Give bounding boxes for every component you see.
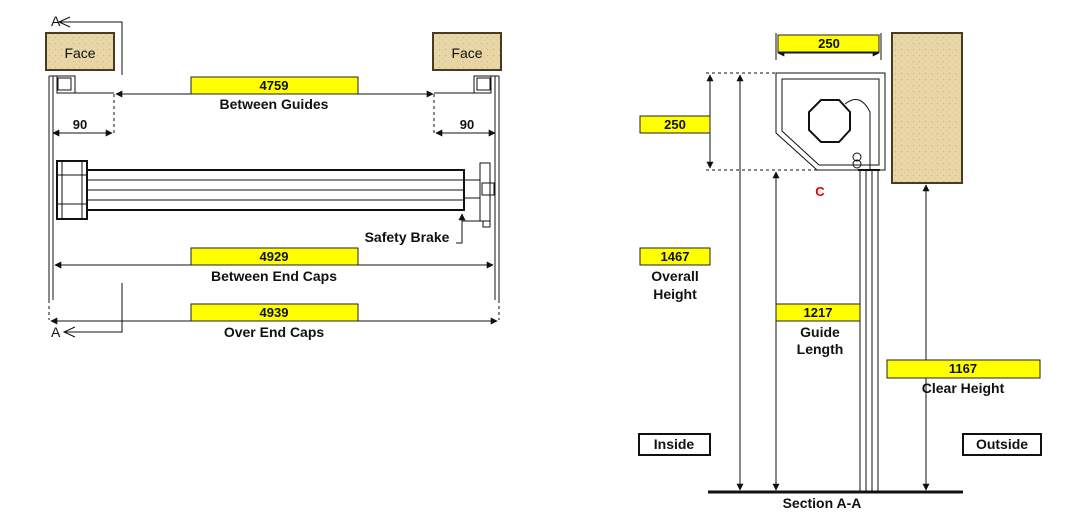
outside-label-box: Outside — [962, 433, 1042, 456]
dimension-between-guides: 4759 Between Guides — [115, 76, 434, 112]
face-block-left: Face — [45, 32, 115, 71]
value-box — [190, 303, 359, 322]
side-right-value: 90 — [460, 117, 474, 132]
section-letter-top: A — [51, 13, 61, 29]
face-label-right: Face — [451, 45, 482, 61]
roller-box: C — [775, 72, 886, 199]
side-left-value: 90 — [73, 117, 87, 132]
dimension-side-right: 90 — [433, 94, 496, 137]
value-box — [775, 303, 861, 322]
dimension-box-width: 250 — [775, 33, 882, 60]
clear-height-label: Clear Height — [922, 380, 1005, 396]
dimension-side-left: 90 — [52, 94, 115, 137]
dimension-box-height: 250 — [639, 72, 817, 171]
value-box — [639, 115, 711, 134]
face-label-left: Face — [64, 45, 95, 61]
section-view: 250 C 250 1467 Overal — [638, 32, 1042, 511]
value-box — [190, 76, 359, 95]
over-end-caps-value: 4939 — [260, 305, 289, 320]
between-end-caps-value: 4929 — [260, 249, 289, 264]
box-height-value: 250 — [664, 117, 686, 132]
safety-brake-label: Safety Brake — [365, 229, 450, 245]
overall-height-label-1: Overall — [651, 268, 698, 284]
bracket-label: C — [815, 184, 825, 199]
inside-label-box: Inside — [638, 433, 711, 456]
guide-left — [48, 75, 114, 300]
outside-label: Outside — [976, 436, 1028, 452]
dimension-over-end-caps: 4939 Over End Caps — [48, 300, 500, 340]
clear-height-value: 1167 — [949, 361, 977, 376]
inside-label: Inside — [654, 436, 695, 452]
overall-height-label-2: Height — [653, 286, 697, 302]
guide-channel — [858, 169, 880, 492]
section-marker-top: A — [51, 13, 123, 75]
section-caption: Section A-A — [783, 495, 862, 511]
dimension-between-end-caps: 4929 Between End Caps — [54, 247, 494, 284]
safety-brake-callout: Safety Brake — [365, 213, 483, 245]
guide-length-value: 1217 — [804, 305, 833, 320]
guide-right — [434, 75, 500, 300]
between-end-caps-label: Between End Caps — [211, 268, 337, 284]
guide-length-label-2: Length — [797, 341, 844, 357]
over-end-caps-label: Over End Caps — [224, 324, 325, 340]
lintel-block — [891, 32, 963, 184]
guide-length-label-1: Guide — [800, 324, 840, 340]
value-box — [777, 34, 880, 53]
roller-barrel — [56, 160, 495, 228]
value-box — [639, 247, 711, 266]
face-block-right: Face — [432, 32, 502, 71]
dimension-overall-height: 1467 Overall Height — [639, 74, 744, 491]
value-box — [190, 247, 359, 266]
section-marker-bottom: A — [51, 283, 123, 340]
overall-height-value: 1467 — [661, 249, 690, 264]
dimension-clear-height: 1167 Clear Height — [886, 184, 1041, 491]
value-box — [886, 359, 1041, 379]
dimension-guide-length: 1217 Guide Length — [772, 171, 861, 491]
box-width-value: 250 — [818, 36, 840, 51]
between-guides-label: Between Guides — [220, 96, 329, 112]
section-letter-bottom: A — [51, 324, 61, 340]
between-guides-value: 4759 — [260, 78, 289, 93]
plan-view: A Face Face 4759 — [45, 13, 502, 340]
